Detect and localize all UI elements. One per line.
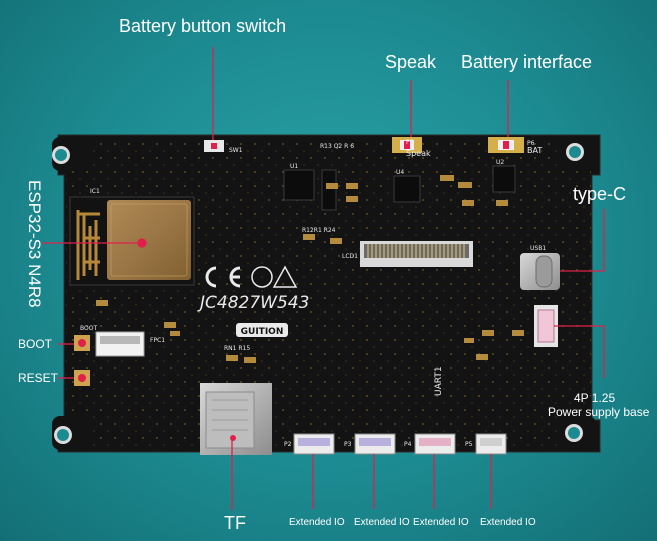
smd-components	[96, 175, 524, 363]
silk-boot: BOOT	[80, 325, 97, 332]
silk-u1: U1	[290, 163, 298, 170]
battery-button-switch-component	[204, 140, 224, 152]
leader-lines	[42, 47, 605, 510]
speaker-connector	[392, 137, 422, 153]
label-extended-io-4: Extended IO	[480, 517, 536, 528]
mounting-holes	[52, 143, 584, 444]
label-battery-interface: Battery interface	[461, 52, 593, 72]
silk-bat: BAT	[527, 146, 542, 155]
brand-marking-badge: GUITION	[236, 323, 288, 337]
extended-io-connectors	[293, 433, 507, 455]
label-extended-io-1: Extended IO	[289, 517, 345, 528]
silk-sw1: SW1	[229, 147, 243, 154]
silk-p2: P2	[284, 441, 292, 448]
silk-p4: P4	[404, 441, 412, 448]
lcd-connector	[360, 241, 473, 267]
brand-marking: GUITION	[241, 327, 284, 337]
label-module: ESP32-S3 N4R8	[25, 180, 44, 308]
warning-icon	[272, 265, 298, 288]
silk-rn1: RN1 R15	[224, 345, 250, 352]
silk-p5: P5	[465, 441, 473, 448]
silk-p6: P6	[527, 140, 535, 147]
silk-p3: P3	[344, 441, 352, 448]
usb-c-port	[520, 253, 560, 290]
battery-connector	[488, 137, 524, 153]
reset-button-component	[74, 370, 90, 386]
silk-p7: P7	[406, 139, 414, 146]
label-type-c: type-C	[573, 184, 627, 204]
label-power-base-line1: 4P 1.25	[574, 391, 616, 405]
label-boot: BOOT	[18, 337, 53, 351]
label-power-base-line2: Power supply base	[548, 405, 650, 419]
ce-mark-icon	[205, 266, 241, 288]
esp32-module	[69, 196, 195, 286]
fpc1-connector	[95, 331, 145, 357]
label-speak: Speak	[385, 52, 437, 72]
chips	[283, 165, 516, 211]
boot-button-component	[74, 335, 90, 351]
wifi-antenna-icon	[76, 210, 100, 280]
label-reset: RESET	[18, 371, 59, 385]
label-battery-button-switch: Battery button switch	[119, 16, 287, 36]
label-tf: TF	[224, 513, 246, 533]
silk-uart1: UART1	[434, 366, 444, 396]
silk-speak: Speak	[406, 149, 431, 158]
silk-lcd1: LCD1	[342, 253, 358, 260]
label-extended-io-2: Extended IO	[354, 517, 410, 528]
tf-card-slot	[200, 383, 272, 455]
silk-r12: R12R1 R24	[302, 227, 336, 234]
silk-r13: R13 Q2 R 6	[320, 143, 354, 150]
silk-u2: U2	[496, 159, 504, 166]
silk-usb1: USB1	[530, 245, 546, 252]
model-marking: JC4827W543	[197, 293, 309, 313]
silk-u4: U4	[396, 169, 404, 176]
silk-fpc1: FPC1	[150, 337, 165, 344]
label-extended-io-3: Extended IO	[413, 517, 469, 528]
ul-mark-icon	[251, 266, 273, 288]
silk-ic1: IC1	[90, 188, 100, 195]
